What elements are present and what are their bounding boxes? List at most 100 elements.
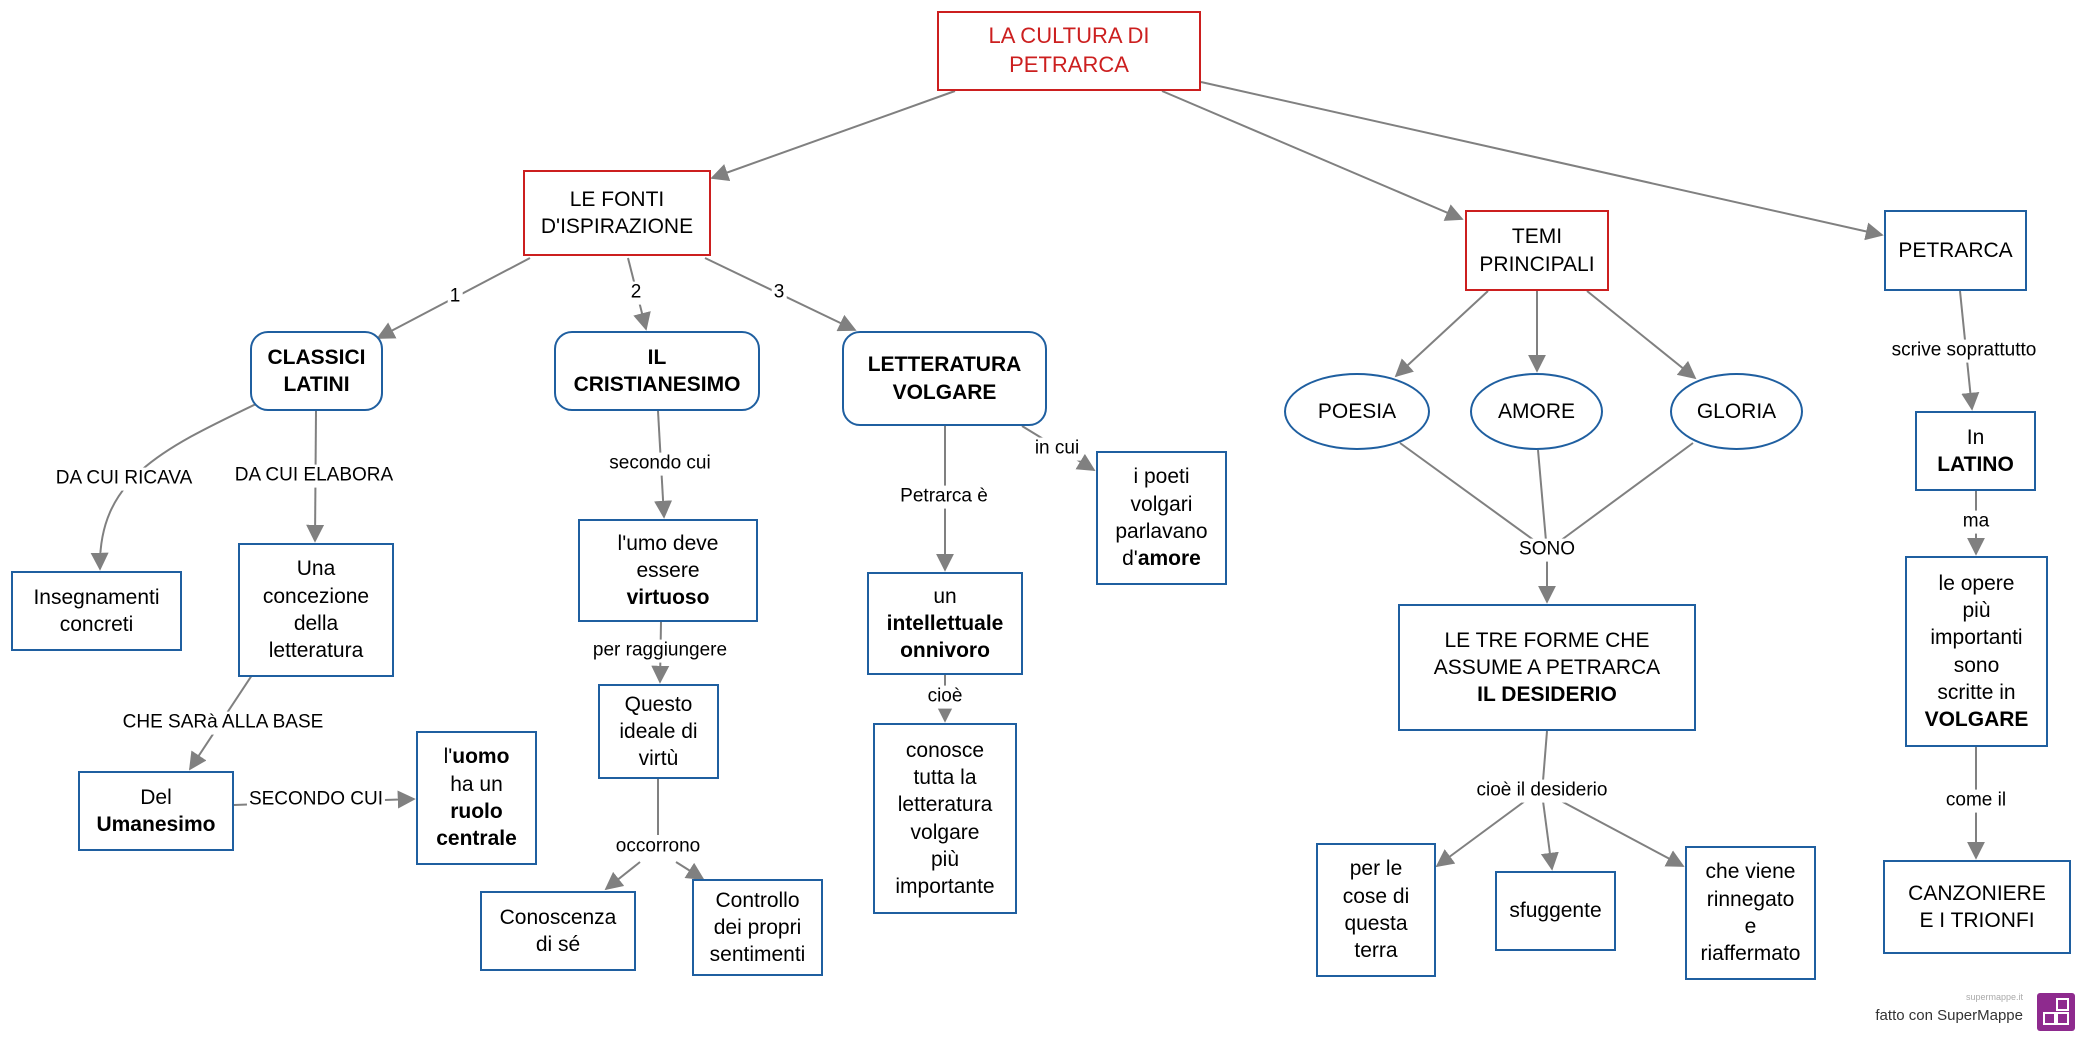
node-text-line: cose di xyxy=(1343,883,1410,910)
node-text-part: conosce xyxy=(905,738,985,762)
node-petrarca[interactable]: PETRARCA xyxy=(1884,210,2027,291)
node-text: PETRARCA xyxy=(1898,237,2012,264)
node-text-part: tutta la xyxy=(913,765,977,789)
node-text-part: ruolo xyxy=(450,800,503,823)
node-text-part: i poeti xyxy=(1133,465,1190,489)
node-text-line: onnivoro xyxy=(887,637,1004,664)
node-text-line: ASSUME A PETRARCA xyxy=(1434,654,1660,681)
node-text-part: virtù xyxy=(638,747,679,771)
node-text-line: LATINO xyxy=(1937,451,2014,478)
link-label-secondo-cui: secondo cui xyxy=(607,452,713,476)
node-text-line: conosce xyxy=(895,737,994,764)
node-text-part: intellettuale xyxy=(886,611,1004,635)
node-poesia[interactable]: POESIA xyxy=(1284,373,1430,450)
link-label-scrive-soprattutto: scrive soprattutto xyxy=(1889,339,2039,363)
node-text-line: virtuoso xyxy=(618,584,719,611)
node-text: AMORE xyxy=(1498,398,1575,425)
node-text-part: PRINCIPALI xyxy=(1479,252,1595,276)
node-text-part: uomo xyxy=(452,745,510,769)
link-label-2: 2 xyxy=(628,281,644,305)
node-text-line: Del xyxy=(96,784,215,811)
node-text-part: onnivoro xyxy=(900,639,990,663)
node-text-part: PETRARCA xyxy=(1898,238,2013,262)
supermappe-logo-icon xyxy=(2037,993,2075,1031)
footer-made-with: fatto con SuperMappe xyxy=(1875,1007,2023,1024)
node-text-part: ASSUME A PETRARCA xyxy=(1433,655,1661,679)
node-text-line: intellettuale xyxy=(887,610,1004,637)
node-text-part: della xyxy=(293,612,339,635)
link-label-cioe: cioè xyxy=(925,685,965,709)
node-text-part: E I TRIONFI xyxy=(1919,909,2035,932)
node-text-line: e xyxy=(1701,913,1801,940)
node-text-line: l'uomo xyxy=(436,743,517,770)
node-text-part: Umanesimo xyxy=(96,813,216,836)
node-text-line: IL DESIDERIO xyxy=(1434,681,1660,708)
supermappe-footer: supermappe.it fatto con SuperMappe xyxy=(1869,989,2079,1037)
node-amore[interactable]: AMORE xyxy=(1470,373,1603,450)
node-text-part: Una xyxy=(296,557,336,581)
link-label-per-raggiungere: per raggiungere xyxy=(590,639,730,663)
node-text-part: terra xyxy=(1354,939,1398,963)
node-text-line: D'ISPIRAZIONE xyxy=(541,213,693,240)
node-text-line: PETRARCA xyxy=(989,51,1150,80)
node-text-line: ha un xyxy=(436,771,517,798)
node-text-line: centrale xyxy=(436,825,517,852)
node-text-part: riaffermato xyxy=(1700,942,1801,966)
link-label-ma: ma xyxy=(1960,510,1992,534)
node-text-part: centrale xyxy=(436,827,517,851)
node-text-part: amore xyxy=(1137,547,1201,571)
node-sfuggente[interactable]: sfuggente xyxy=(1495,871,1616,951)
node-text-part: CLASSICI xyxy=(267,345,366,369)
node-text-part: l' xyxy=(443,745,453,769)
node-text-part: Del xyxy=(140,785,172,809)
node-text-part: scritte in xyxy=(1937,680,2016,704)
edge-poesia-sono xyxy=(1399,442,1536,542)
node-text-line: più xyxy=(1925,597,2029,624)
node-text-line: Conoscenza xyxy=(500,904,617,931)
node-text-line: Umanesimo xyxy=(96,811,215,838)
node-gloria[interactable]: GLORIA xyxy=(1670,373,1803,450)
node-text-line: dei propri xyxy=(710,914,806,941)
node-text-line: TEMI xyxy=(1479,223,1594,250)
edge-cioe-cose xyxy=(1435,800,1526,868)
node-text-part: GLORIA xyxy=(1696,399,1777,423)
node-text-part: LE TRE FORME CHE xyxy=(1444,628,1650,652)
node-text-line: sono xyxy=(1925,652,2029,679)
node-text-part: parlavano xyxy=(1115,520,1208,543)
link-label-1: 1 xyxy=(447,285,463,309)
node-text-line: LE TRE FORME CHE xyxy=(1434,627,1660,654)
